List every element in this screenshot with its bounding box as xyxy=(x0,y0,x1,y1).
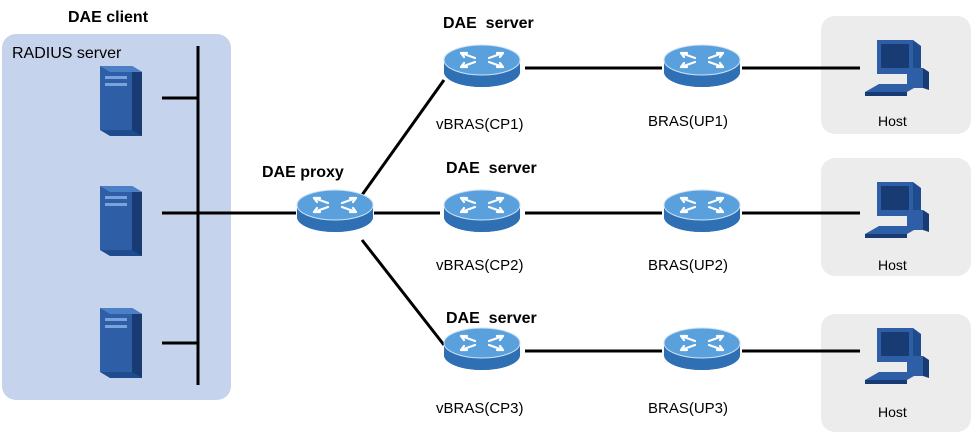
host-panel-2 xyxy=(821,158,971,276)
router-icon xyxy=(442,326,522,372)
dae-server-label-1: DAE server xyxy=(443,15,534,32)
router-icon xyxy=(662,43,742,89)
desktop-computer-icon xyxy=(865,40,929,96)
dae-server-label-3: DAE server xyxy=(446,310,537,327)
desktop-computer-icon xyxy=(865,182,929,238)
network-links xyxy=(162,46,860,385)
proxy-cp3-link xyxy=(360,239,446,346)
desktop-computer-icon xyxy=(865,328,929,384)
server-tower-icon xyxy=(100,66,142,136)
router-icon xyxy=(295,188,375,234)
up2-label: BRAS(UP2) xyxy=(648,257,729,274)
dae-server-label-2: DAE server xyxy=(446,160,537,177)
radius-server-label: RADIUS server xyxy=(12,45,122,62)
host-label-1: Host xyxy=(878,113,907,129)
router-icon xyxy=(442,43,522,89)
cp3-label: vBRAS(CP3) xyxy=(436,400,524,417)
up1-label: BRAS(UP1) xyxy=(648,113,729,130)
proxy-cp1-link xyxy=(360,79,446,196)
up3-label: BRAS(UP3) xyxy=(648,400,729,417)
server-tower-icon xyxy=(100,186,142,256)
router-icon xyxy=(662,188,742,234)
router-icon xyxy=(442,188,522,234)
host-label-3: Host xyxy=(878,404,907,420)
dae-client-title: DAE client xyxy=(68,9,149,26)
cp1-label: vBRAS(CP1) xyxy=(436,116,524,133)
server-tower-icon xyxy=(100,308,142,378)
cp2-label: vBRAS(CP2) xyxy=(436,257,524,274)
router-icon xyxy=(662,326,742,372)
dae-proxy-label: DAE proxy xyxy=(262,164,344,181)
host-label-2: Host xyxy=(878,257,907,273)
host-panel-1 xyxy=(821,16,971,134)
